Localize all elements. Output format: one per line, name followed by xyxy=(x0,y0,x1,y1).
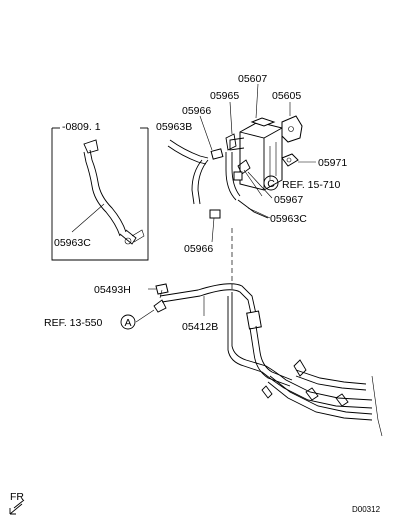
label-05412b: 05412B xyxy=(182,321,218,333)
label-05963b: 05963B xyxy=(156,121,192,133)
bolt-05971 xyxy=(281,153,299,167)
label-05971: 05971 xyxy=(318,157,347,169)
leader-05963c-main xyxy=(247,207,271,219)
label-05963c-main: 05963C xyxy=(270,213,307,225)
inset-hose xyxy=(83,139,145,245)
connector-05493h xyxy=(155,283,169,299)
bracket-05605 xyxy=(281,115,303,143)
front-arrow-icon xyxy=(9,499,25,515)
clip-05966 xyxy=(209,209,221,219)
date-code-label: -0809. 1 xyxy=(62,121,101,133)
canister-05607 xyxy=(225,117,283,191)
clamp-05967 xyxy=(237,159,263,197)
leader-05607 xyxy=(255,83,259,119)
leader-05966-mid xyxy=(211,217,215,243)
leader-callout-a xyxy=(135,309,155,323)
callout-c-letter: C xyxy=(267,178,275,190)
leader-05966-top xyxy=(199,115,213,151)
label-ref-13-550: REF. 13-550 xyxy=(44,317,103,329)
label-05965: 05965 xyxy=(210,90,239,102)
fr-label: FR xyxy=(10,491,24,503)
label-05966-mid: 05966 xyxy=(184,243,213,255)
label-05493h: 05493H xyxy=(94,284,131,296)
callout-c-circle xyxy=(263,175,279,191)
label-05963c-inset: 05963C xyxy=(54,237,91,249)
callout-a-circle xyxy=(120,314,136,330)
leader-05963c-inset xyxy=(71,203,105,233)
pipe-05412b xyxy=(153,283,293,387)
hose-05963c xyxy=(225,152,269,219)
diagram-code: D00312 xyxy=(352,505,381,514)
label-05967: 05967 xyxy=(274,194,303,206)
main-line-bundle xyxy=(227,292,383,437)
label-05607: 05607 xyxy=(238,73,267,85)
inset-frame xyxy=(51,127,149,261)
leader-05965 xyxy=(229,101,233,135)
leader-05967 xyxy=(247,171,273,199)
hose-05963b xyxy=(167,139,224,205)
label-ref-15-710: REF. 15-710 xyxy=(282,179,341,191)
label-05966-top: 05966 xyxy=(182,105,211,117)
label-05605: 05605 xyxy=(272,90,301,102)
callout-a-letter: A xyxy=(124,317,131,329)
